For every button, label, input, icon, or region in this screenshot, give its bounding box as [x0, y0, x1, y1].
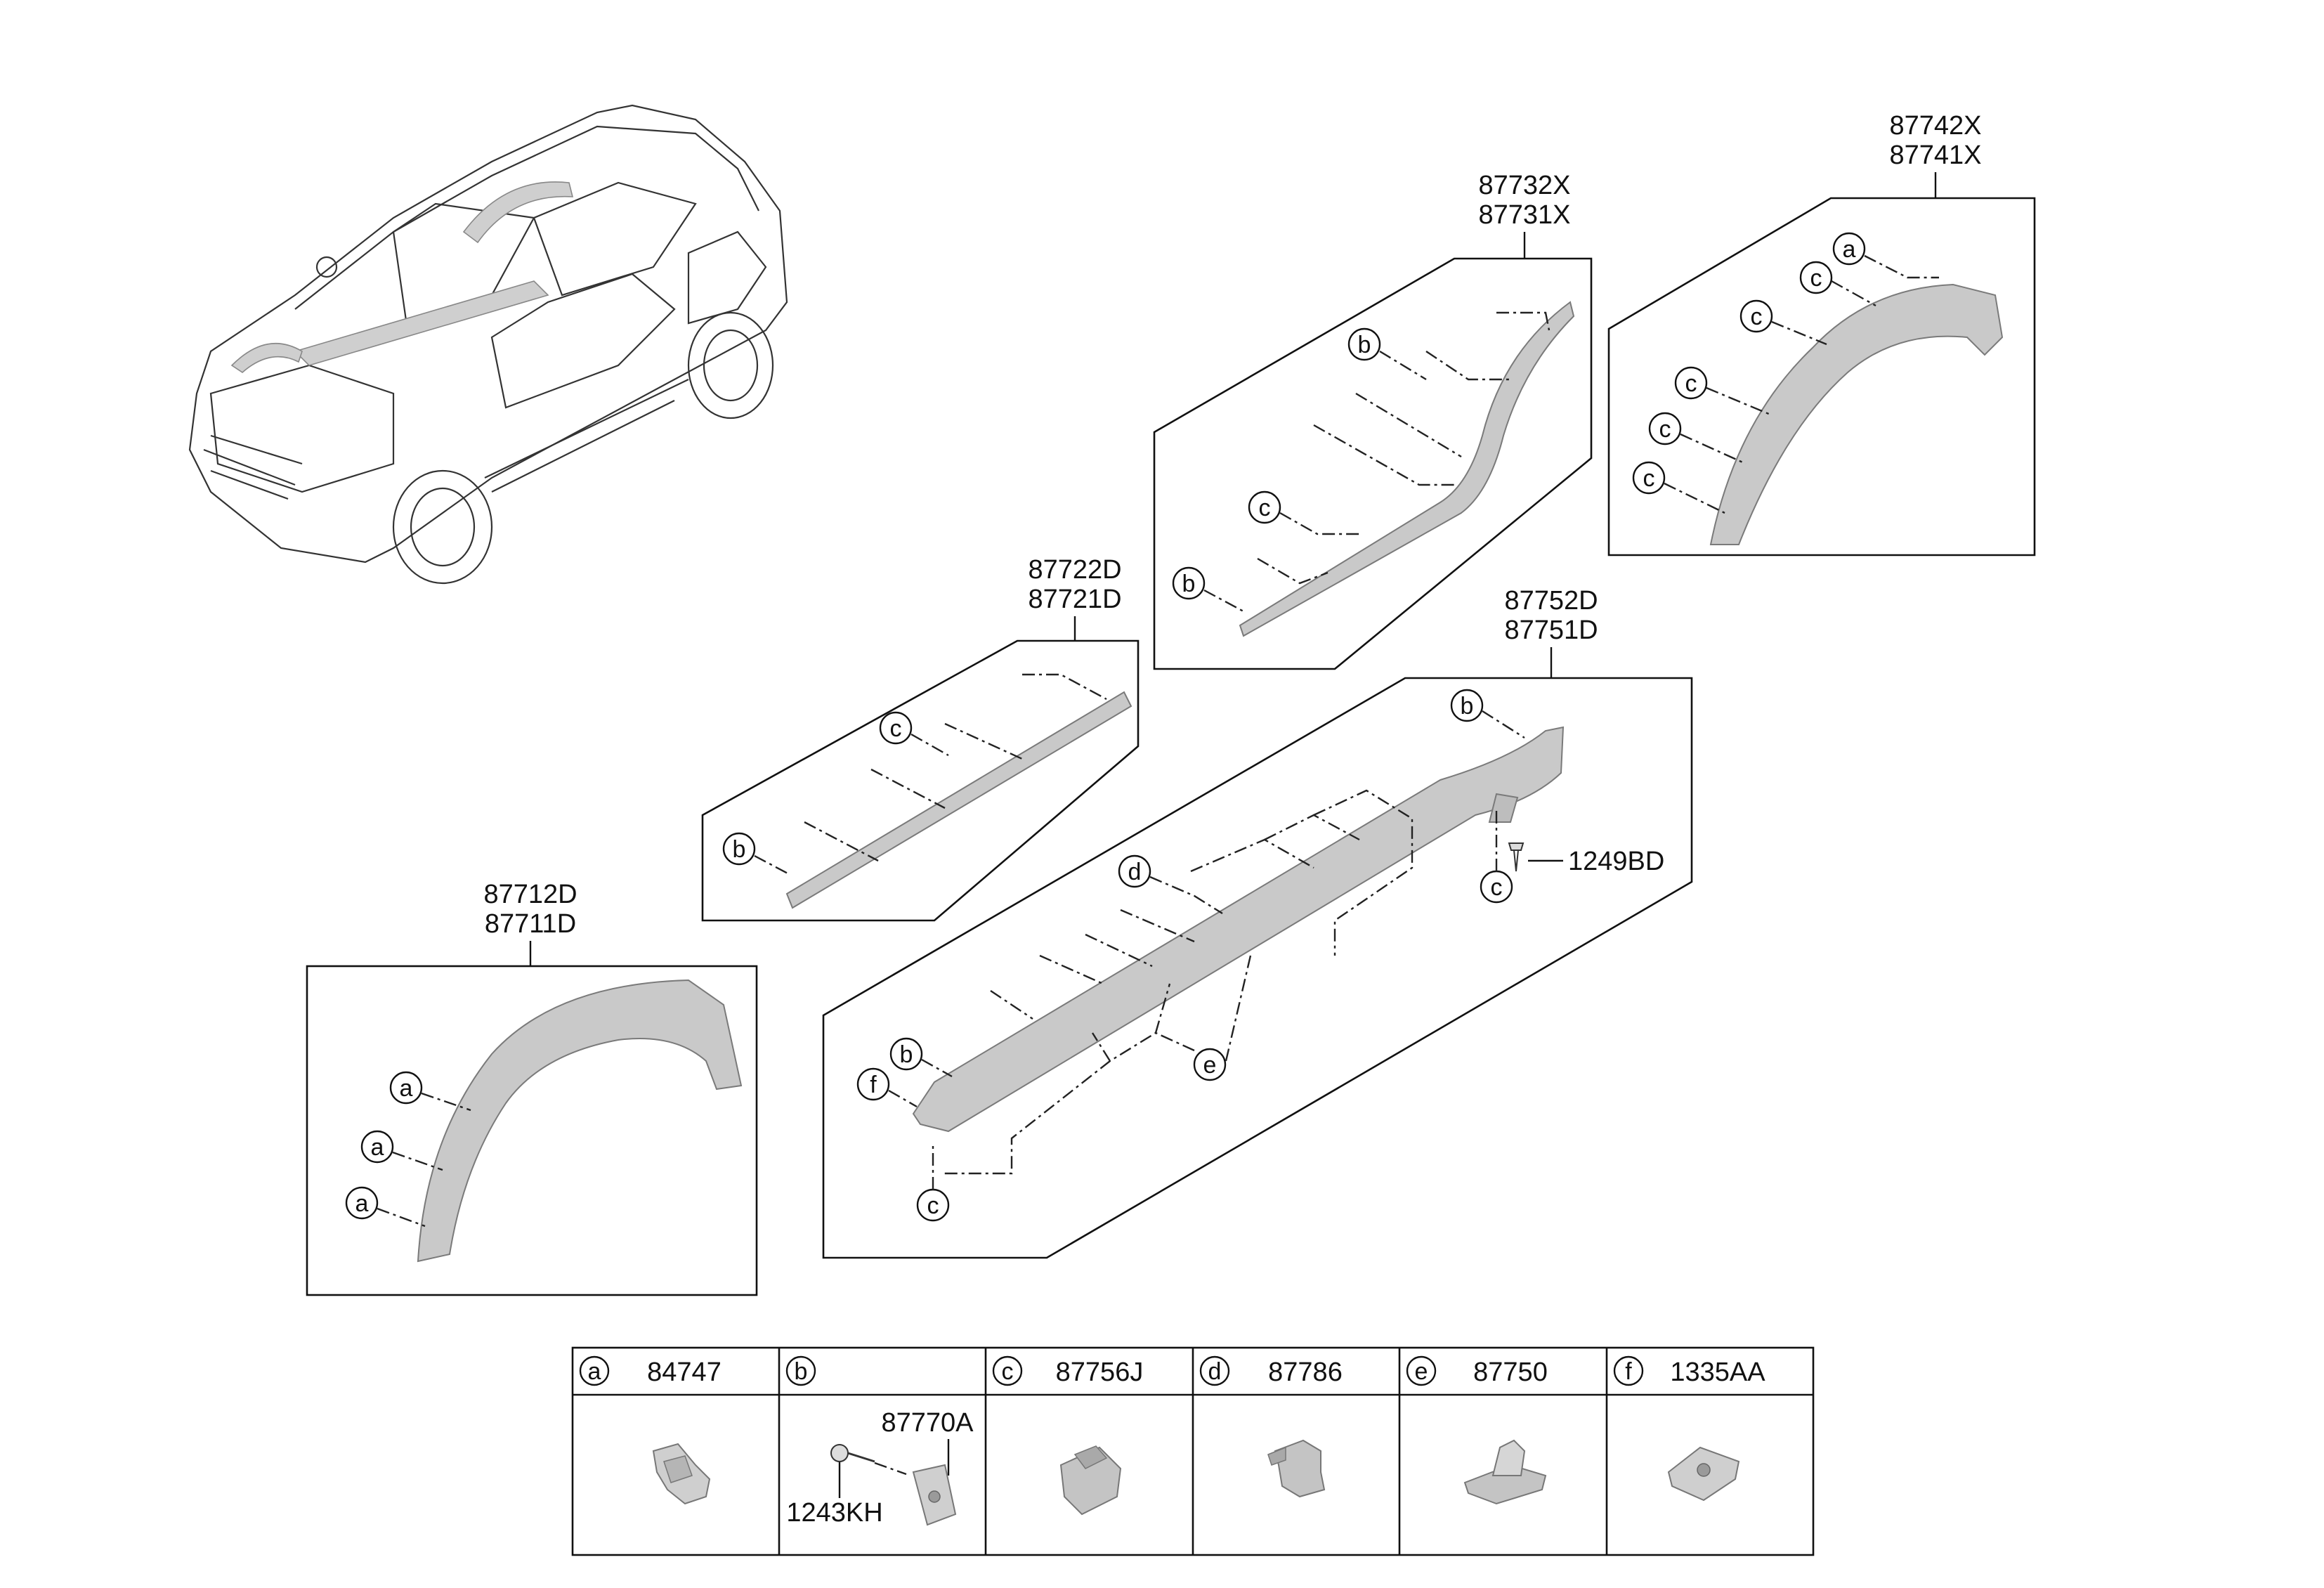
- table-col-b: b 87770A 1243KH: [785, 1355, 974, 1528]
- part-number-87731X: 87731X: [1478, 200, 1570, 230]
- part-number-1249BD: 1249BD: [1568, 847, 1664, 876]
- svg-text:a: a: [355, 1190, 369, 1217]
- table-part-number: 1335AA: [1670, 1358, 1765, 1387]
- front-door-moulding-group: 87732X 87731X b c b: [1153, 171, 1593, 670]
- part-number-87711D: 87711D: [485, 909, 576, 939]
- svg-text:c: c: [1491, 874, 1503, 901]
- table-col-f: f 1335AA: [1613, 1355, 1765, 1502]
- table-letter: d: [1208, 1358, 1222, 1385]
- screw-1249bd-icon: [1508, 842, 1525, 872]
- vehicle-overview-illustration: [188, 104, 788, 585]
- rear-arch-callouts: a c c c c c: [1632, 232, 1866, 495]
- svg-text:c: c: [1643, 465, 1655, 492]
- svg-text:a: a: [371, 1134, 384, 1161]
- rear-wheel-arch-group: 87742X 87741X a c c c c c: [1607, 111, 2036, 557]
- table-letter: b: [795, 1358, 808, 1385]
- svg-text:c: c: [1685, 370, 1697, 397]
- front-arch-callouts: a a a: [345, 1071, 423, 1220]
- table-col-a: a 84747: [579, 1355, 722, 1505]
- clip-87756j-icon: [1059, 1445, 1122, 1516]
- part-number-87751D: 87751D: [1504, 616, 1598, 645]
- nut-1335aa-icon: [1667, 1446, 1740, 1502]
- part-number-87712D: 87712D: [483, 880, 577, 909]
- svg-text:b: b: [1358, 332, 1371, 358]
- front-door-callouts: b c b: [1172, 327, 1381, 600]
- part-number-87732X: 87732X: [1478, 171, 1570, 200]
- svg-text:d: d: [1128, 859, 1142, 885]
- part-number-87770A: 87770A: [881, 1408, 974, 1438]
- table-part-number: 87756J: [1056, 1358, 1144, 1387]
- svg-text:a: a: [400, 1075, 413, 1102]
- rear-door-moulding-group: 87722D 87721D c b: [701, 555, 1140, 922]
- part-number-87752D: 87752D: [1504, 586, 1598, 616]
- rear-door-frame: [701, 639, 1140, 922]
- screw-1243kh-icon: [830, 1444, 875, 1463]
- clip-87750-icon: [1463, 1439, 1547, 1505]
- svg-text:c: c: [1659, 416, 1671, 443]
- part-number-1243KH: 1243KH: [786, 1498, 882, 1528]
- svg-text:c: c: [890, 715, 902, 742]
- svg-text:c: c: [1259, 495, 1271, 521]
- table-part-number: 87786: [1268, 1358, 1343, 1387]
- part-number-87742X: 87742X: [1889, 111, 1981, 141]
- rear-arch-moulding: [1709, 283, 2004, 545]
- fastener-parts-table: a 84747 b 87770A 1243KH: [571, 1346, 1815, 1556]
- rear-door-moulding: [785, 691, 1132, 909]
- clip-84747-icon: [652, 1443, 711, 1505]
- part-number-87722D: 87722D: [1028, 555, 1121, 585]
- front-door-frame: [1153, 257, 1593, 670]
- rear-door-callouts: c b: [722, 711, 913, 866]
- side-sill-frame: [822, 677, 1693, 1259]
- clip-87770a-icon: [912, 1464, 957, 1526]
- svg-text:b: b: [1461, 693, 1474, 720]
- table-part-number: 84747: [647, 1358, 722, 1387]
- clip-87786-icon: [1267, 1439, 1326, 1498]
- part-number-87721D: 87721D: [1028, 585, 1121, 614]
- table-letter: a: [588, 1358, 601, 1385]
- table-col-e: e 87750: [1406, 1355, 1548, 1505]
- table-col-c: c 87756J: [992, 1355, 1144, 1516]
- front-arch-frame: [306, 965, 758, 1296]
- svg-text:b: b: [733, 836, 746, 863]
- front-arch-moulding: [417, 979, 743, 1263]
- side-sill-callouts: b d e b f c c: [856, 689, 1513, 1222]
- svg-text:f: f: [870, 1072, 877, 1098]
- table-part-number: 87750: [1473, 1358, 1548, 1387]
- side-sill-moulding-group: 87752D 87751D b d e b f c c 1249BD: [822, 586, 1693, 1259]
- part-number-87741X: 87741X: [1889, 141, 1981, 170]
- table-letter: f: [1625, 1358, 1632, 1385]
- svg-text:c: c: [1751, 304, 1763, 330]
- front-wheel-arch-group: 87712D 87711D a a a: [306, 880, 758, 1296]
- svg-text:c: c: [927, 1192, 939, 1219]
- svg-text:a: a: [1843, 236, 1856, 263]
- svg-text:c: c: [1810, 265, 1822, 292]
- side-sill-moulding: [912, 726, 1565, 1133]
- table-letter: c: [1002, 1358, 1014, 1385]
- rear-arch-frame: [1607, 197, 2036, 557]
- table-col-d: d 87786: [1199, 1355, 1343, 1498]
- front-door-moulding: [1239, 301, 1575, 637]
- svg-text:e: e: [1203, 1052, 1217, 1079]
- table-letter: e: [1415, 1358, 1428, 1385]
- svg-text:b: b: [1182, 571, 1196, 597]
- svg-text:b: b: [900, 1041, 913, 1068]
